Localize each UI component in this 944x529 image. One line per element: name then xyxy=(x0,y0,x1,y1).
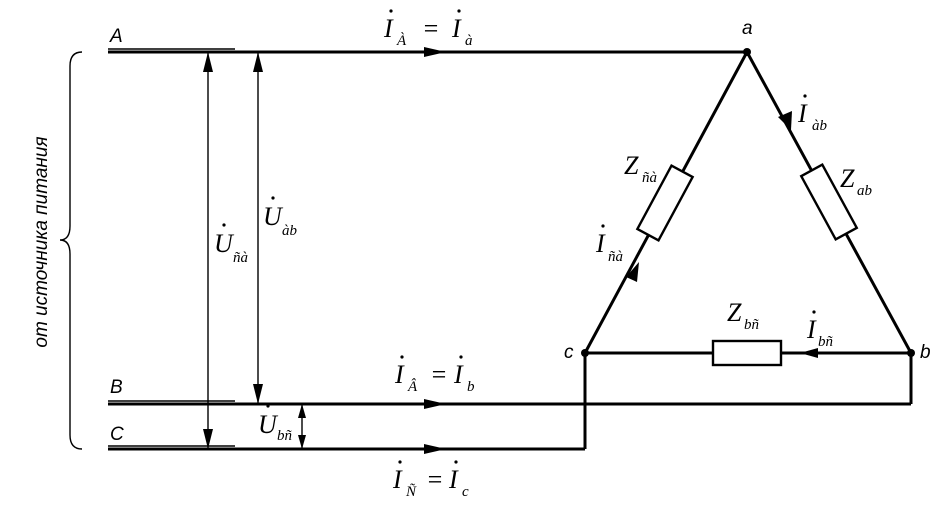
current-label-line-a: I À = I à xyxy=(383,9,473,49)
dot-uca xyxy=(222,223,226,227)
arrow-line-b xyxy=(424,399,446,409)
current-ia-right-main: I xyxy=(451,14,462,43)
impedance-zbc-main: Z xyxy=(727,298,742,327)
source-brace xyxy=(59,51,83,450)
current-label-ab: I àb xyxy=(797,94,828,134)
voltage-ca-arrow-top xyxy=(203,52,213,72)
current-ib-eq: = xyxy=(430,360,448,389)
current-iab-main: I xyxy=(797,99,808,128)
arrow-current-ca xyxy=(626,262,639,282)
impedance-zab-main: Z xyxy=(840,164,855,193)
current-label-line-c: I Ñ = I c xyxy=(392,460,469,500)
line-current-arrows xyxy=(424,47,446,454)
line-a-label: A xyxy=(109,26,123,47)
dot-ica xyxy=(601,224,605,228)
voltage-label-bc: U bñ xyxy=(258,404,293,444)
current-ib-left-main: I xyxy=(394,360,405,389)
current-ic-left-main: I xyxy=(392,465,403,494)
impedance-zab-sub: ab xyxy=(857,183,873,199)
voltage-ab-arrow-top xyxy=(253,52,263,72)
voltage-uca-main: U xyxy=(214,229,235,258)
current-ib-right-main: I xyxy=(453,360,464,389)
source-label: от источника питания xyxy=(31,136,52,347)
voltage-ca-arrow-bottom xyxy=(203,429,213,449)
current-iab-sub: àb xyxy=(812,118,828,134)
impedance-ca-box xyxy=(635,163,695,243)
current-ic-right-main: I xyxy=(448,465,459,494)
voltage-bc-arrow-bottom xyxy=(298,435,306,449)
impedance-label-ca: Z ñà xyxy=(624,151,657,186)
line-c-label: C xyxy=(110,424,124,445)
voltage-ubc-main: U xyxy=(258,410,279,439)
current-ibc-sub: bñ xyxy=(818,334,834,350)
current-ic-left-sub: Ñ xyxy=(405,483,417,500)
dot-ia-right xyxy=(457,9,461,13)
dot-ib-right xyxy=(459,355,463,359)
dot-ibc xyxy=(812,310,816,314)
arrow-line-c xyxy=(424,444,446,454)
current-ic-eq: = xyxy=(426,465,444,494)
voltage-uab-main: U xyxy=(263,202,284,231)
node-c-dot xyxy=(581,349,589,357)
delta-triangle xyxy=(581,48,915,367)
dot-ic-right xyxy=(454,460,458,464)
current-ica-main: I xyxy=(595,229,606,258)
node-b-dot xyxy=(907,349,915,357)
current-ia-right-sub: à xyxy=(465,33,473,49)
voltage-uab-sub: àb xyxy=(282,223,298,239)
arrow-current-bc xyxy=(800,348,818,358)
node-a-label: a xyxy=(742,18,753,39)
impedance-ab-box xyxy=(799,163,859,241)
current-label-bc: I bñ xyxy=(806,310,834,350)
current-ib-left-sub: Â xyxy=(407,378,418,395)
current-ia-eq: = xyxy=(422,14,440,43)
line-b-label: B xyxy=(110,377,123,398)
impedance-zca-main: Z xyxy=(624,151,639,180)
node-a-dot xyxy=(743,48,751,56)
node-c-label: c xyxy=(564,342,574,363)
current-ib-right-sub: b xyxy=(467,379,475,395)
node-b-label: b xyxy=(920,342,931,363)
impedance-zbc-sub: bñ xyxy=(744,317,760,333)
current-ic-right-sub: c xyxy=(462,484,469,500)
arrow-line-a xyxy=(424,47,446,57)
current-ica-sub: ñà xyxy=(608,249,623,265)
current-ia-left-main: I xyxy=(383,14,394,43)
current-label-ca: I ñà xyxy=(595,224,623,265)
impedance-bc-box xyxy=(711,339,783,367)
dot-uab xyxy=(271,196,275,200)
dot-ubc xyxy=(266,404,270,408)
current-label-line-b: I Â = I b xyxy=(394,355,475,395)
voltage-ubc-sub: bñ xyxy=(277,428,293,444)
dot-ib-left xyxy=(400,355,404,359)
dot-ia-left xyxy=(389,9,393,13)
current-ibc-main: I xyxy=(806,315,817,344)
voltage-ab-arrow-bottom xyxy=(253,384,263,404)
impedance-label-bc: Z bñ xyxy=(727,298,760,333)
voltage-arrows xyxy=(203,52,306,449)
voltage-label-ab: U àb xyxy=(263,196,298,239)
impedance-label-ab: Z ab xyxy=(840,164,873,199)
voltage-bc-arrow-top xyxy=(298,404,306,418)
dot-ic-left xyxy=(398,460,402,464)
voltage-uca-sub: ñà xyxy=(233,250,248,266)
voltage-label-ca: U ñà xyxy=(214,223,248,266)
arrow-current-ab xyxy=(778,111,792,130)
current-ia-left-sub: À xyxy=(396,32,407,49)
impedance-zca-sub: ñà xyxy=(642,170,657,186)
dot-iab xyxy=(803,94,807,98)
